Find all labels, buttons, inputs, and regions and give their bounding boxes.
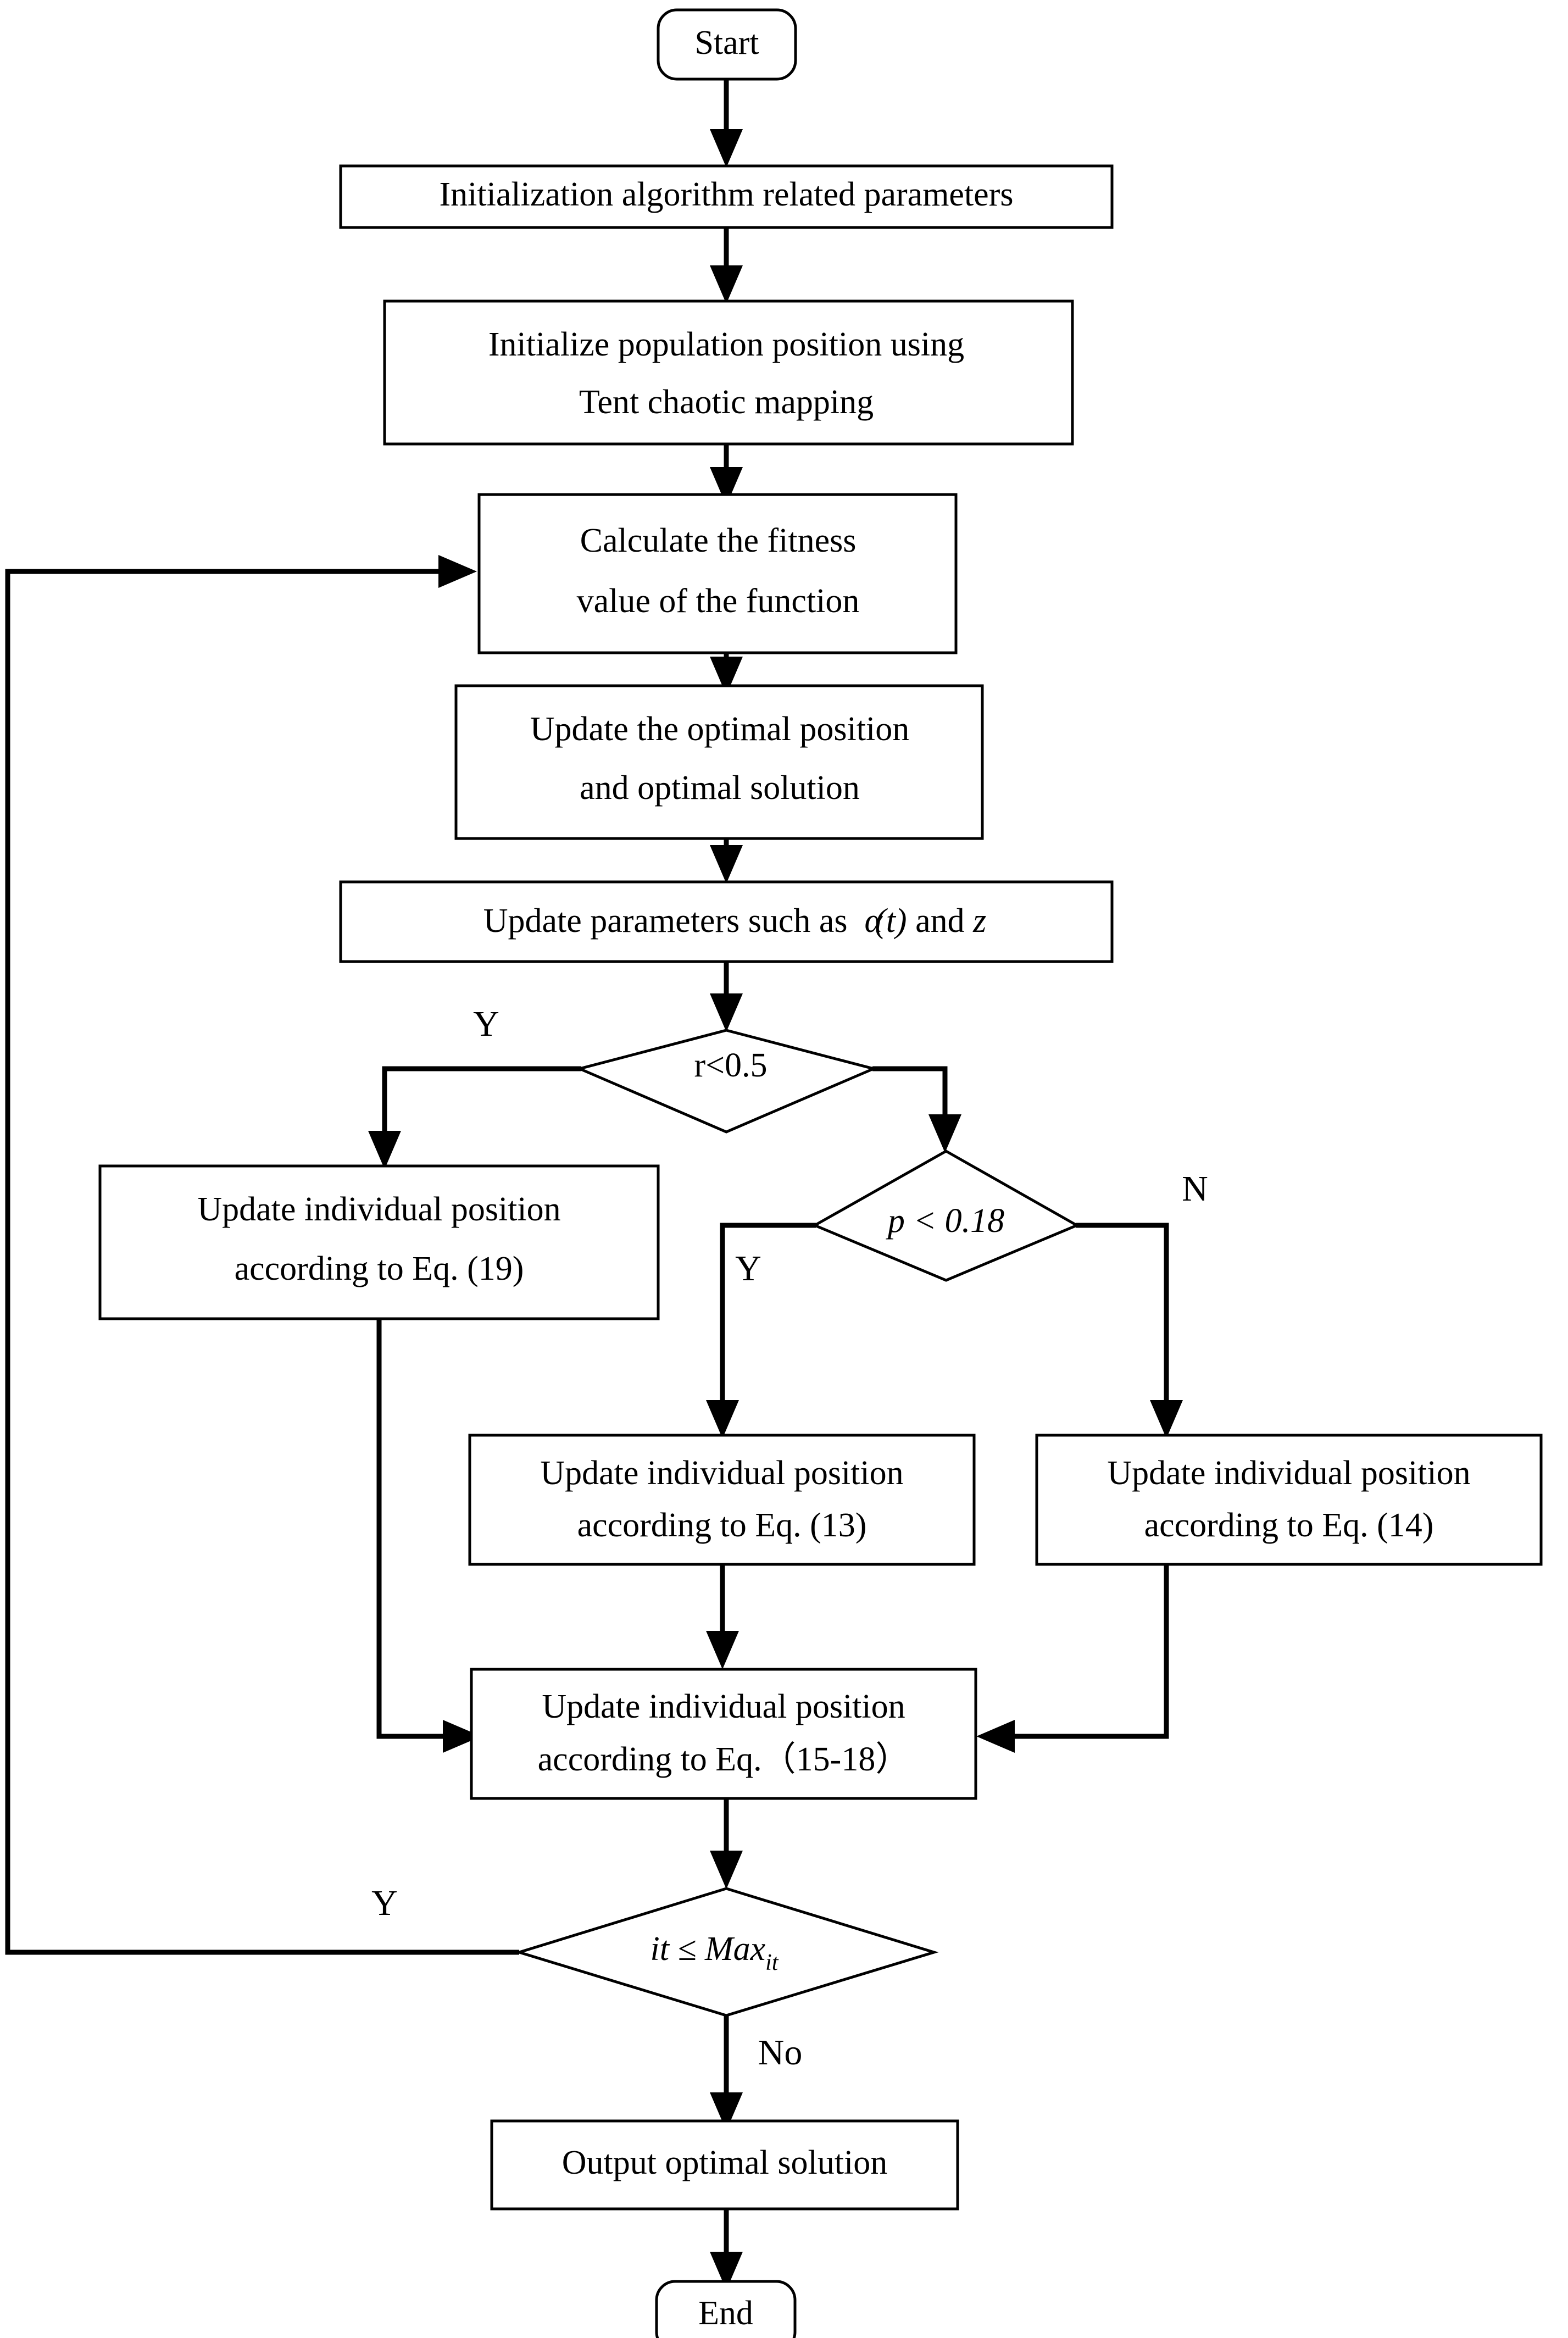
node-decision-p-label: p < 0.18	[886, 1202, 1004, 1240]
edge-label-it-yes: Y	[371, 1883, 398, 1923]
node-update-optimal-line2: and optimal solution	[580, 769, 860, 807]
node-output-label: Output optimal solution	[562, 2144, 887, 2181]
edge-eq14-to-eq15-18	[976, 1564, 1169, 1753]
node-update-params-text: Update parameters such as α(t) and z	[407, 902, 1046, 940]
node-start[interactable]: Start	[657, 8, 797, 81]
edge-eq15-18-to-decision-it	[710, 1800, 743, 1889]
node-init-population[interactable]: Initialize population position using Ten…	[383, 299, 1074, 446]
node-eq19-line1: Update individual position	[197, 1191, 560, 1228]
edge-decision-p-no-to-eq14	[1076, 1223, 1183, 1439]
edge-decision-r-yes-to-eq19	[368, 1066, 581, 1169]
node-eq13-line2: according to Eq. (13)	[577, 1507, 867, 1544]
node-start-label: Start	[694, 24, 759, 62]
node-output[interactable]: Output optimal solution	[490, 2119, 959, 2211]
edge-label-p-yes: Y	[735, 1248, 761, 1289]
node-eq15-18-line1: Update individual position	[542, 1688, 905, 1725]
edge-decision-it-no-to-output	[710, 2015, 743, 2131]
node-eq14-line2: according to Eq. (14)	[1144, 1507, 1434, 1544]
node-update-optimal[interactable]: Update the optimal position and optimal …	[454, 684, 984, 840]
node-calc-fitness-line1: Calculate the fitness	[580, 522, 857, 559]
node-update-params[interactable]: Update parameters such as α(t) and z	[339, 880, 1114, 963]
node-calc-fitness-line2: value of the function	[577, 582, 860, 620]
node-calc-fitness[interactable]: Calculate the fitness value of the funct…	[477, 493, 958, 654]
node-eq15-18[interactable]: Update individual position according to …	[470, 1668, 977, 1800]
node-decision-it[interactable]: it ≤ Maxit	[514, 1887, 939, 2017]
node-update-params-prefix: Update parameters such as	[483, 902, 865, 940]
node-init-params-label: Initialization algorithm related paramet…	[440, 176, 1014, 213]
node-decision-it-subscript: it	[765, 1950, 779, 1975]
node-init-params[interactable]: Initialization algorithm related paramet…	[339, 164, 1114, 229]
edge-update-optimal-to-update-params	[710, 837, 743, 884]
edge-label-p-no: N	[1182, 1169, 1208, 1209]
edge-decision-it-yes-feedback-loop	[5, 555, 519, 1955]
edge-calc-fitness-to-update-optimal	[710, 650, 743, 695]
node-decision-p[interactable]: p < 0.18	[811, 1149, 1080, 1282]
node-update-optimal-line1: Update the optimal position	[530, 710, 910, 748]
node-decision-r[interactable]: r<0.5	[575, 1029, 878, 1134]
node-update-params-var: z	[972, 902, 986, 940]
node-eq19[interactable]: Update individual position according to …	[98, 1164, 660, 1320]
node-end[interactable]: End	[655, 2280, 797, 2338]
node-decision-it-lhs: it ≤ Max	[650, 1930, 766, 1968]
node-update-params-symbol: α	[865, 902, 883, 940]
edge-start-to-init-params	[710, 79, 743, 168]
edge-update-params-to-decision-r	[710, 960, 743, 1032]
node-eq13[interactable]: Update individual position according to …	[468, 1434, 976, 1566]
edge-init-population-to-calc-fitness	[710, 443, 743, 506]
node-eq19-line2: according to Eq. (19)	[235, 1250, 524, 1287]
edge-init-params-to-init-population	[710, 227, 743, 304]
node-eq14[interactable]: Update individual position according to …	[1035, 1434, 1543, 1566]
node-eq13-line1: Update individual position	[540, 1454, 903, 1492]
node-init-population-line2: Tent chaotic mapping	[579, 384, 874, 421]
node-decision-it-label: it ≤ Maxit	[650, 1930, 779, 1975]
node-decision-r-label: r<0.5	[694, 1047, 767, 1084]
edge-decision-p-yes-to-eq13	[706, 1223, 816, 1439]
edge-decision-r-no-to-decision-p	[872, 1066, 961, 1153]
node-init-population-line1: Initialize population position using	[488, 326, 964, 363]
node-eq14-line1: Update individual position	[1107, 1454, 1470, 1492]
edge-eq19-to-eq15-18	[376, 1319, 481, 1753]
node-update-params-suffix: and	[907, 902, 974, 940]
edge-output-to-end	[710, 2209, 743, 2290]
edge-label-r-yes: Y	[473, 1004, 499, 1044]
edge-label-it-no: No	[758, 2032, 803, 2073]
edge-eq13-to-eq15-18	[706, 1564, 739, 1669]
node-eq15-18-line2: according to Eq.（15-18）	[538, 1741, 910, 1778]
node-end-label: End	[698, 2295, 753, 2332]
node-update-params-paren: (t)	[875, 902, 907, 940]
